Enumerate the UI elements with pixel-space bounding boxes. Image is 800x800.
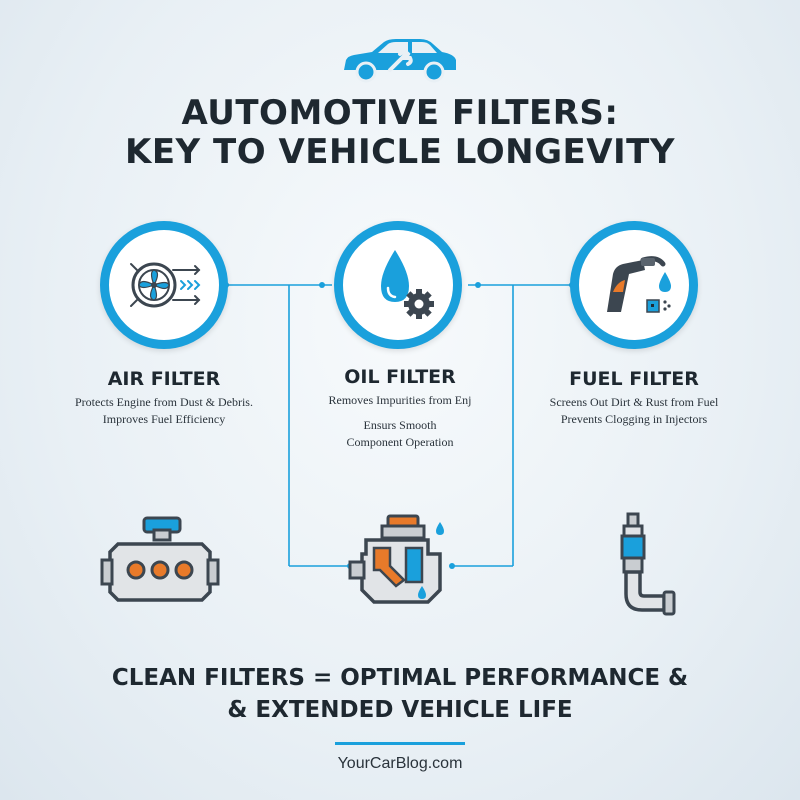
oil-filter-circle	[334, 221, 462, 349]
fuel-filter-desc-line2: Prevents Clogging in Injectors	[560, 412, 708, 426]
fuel-filter-circle	[570, 221, 698, 349]
tagline-line2: & EXTENDED VEHICLE LIFE	[227, 697, 573, 723]
fuel-injector-icon	[620, 512, 676, 616]
air-filter-desc-line2: Improves Fuel Efficiency	[102, 412, 226, 426]
page-title-line1: AUTOMOTIVE FILTERS:	[181, 93, 619, 133]
footer-divider	[335, 742, 465, 745]
oil-engine-icon	[348, 514, 444, 604]
fuel-nozzle-icon	[607, 256, 671, 313]
website-link[interactable]: YourCarBlog.com	[337, 755, 463, 772]
oil-filter-desc-line1: Removes Impurities from Enj	[328, 393, 472, 407]
oil-filter-desc-line3: Component Operation	[346, 435, 454, 449]
fuel-filter-desc-line1: Screens Out Dirt & Rust from Fuel	[549, 395, 719, 409]
oil-filter-title: OIL FILTER	[344, 366, 456, 388]
page-title-line2: KEY TO VEHICLE LONGEVITY	[124, 132, 675, 172]
air-filter-title: AIR FILTER	[107, 368, 221, 390]
air-filter-circle	[100, 221, 228, 349]
air-filter-desc-line1: Protects Engine from Dust & Debris.	[75, 395, 253, 409]
oil-drop-gear-icon	[381, 250, 434, 319]
engine-block-icon	[100, 516, 220, 602]
air-filter-fan-icon	[130, 262, 201, 308]
oil-filter-desc-line2: Ensurs Smooth	[363, 418, 437, 432]
fuel-filter-title: FUEL FILTER	[569, 368, 699, 390]
tagline-line1: CLEAN FILTERS = OPTIMAL PERFORMANCE &	[111, 665, 689, 691]
car-wrench-icon	[344, 39, 456, 83]
